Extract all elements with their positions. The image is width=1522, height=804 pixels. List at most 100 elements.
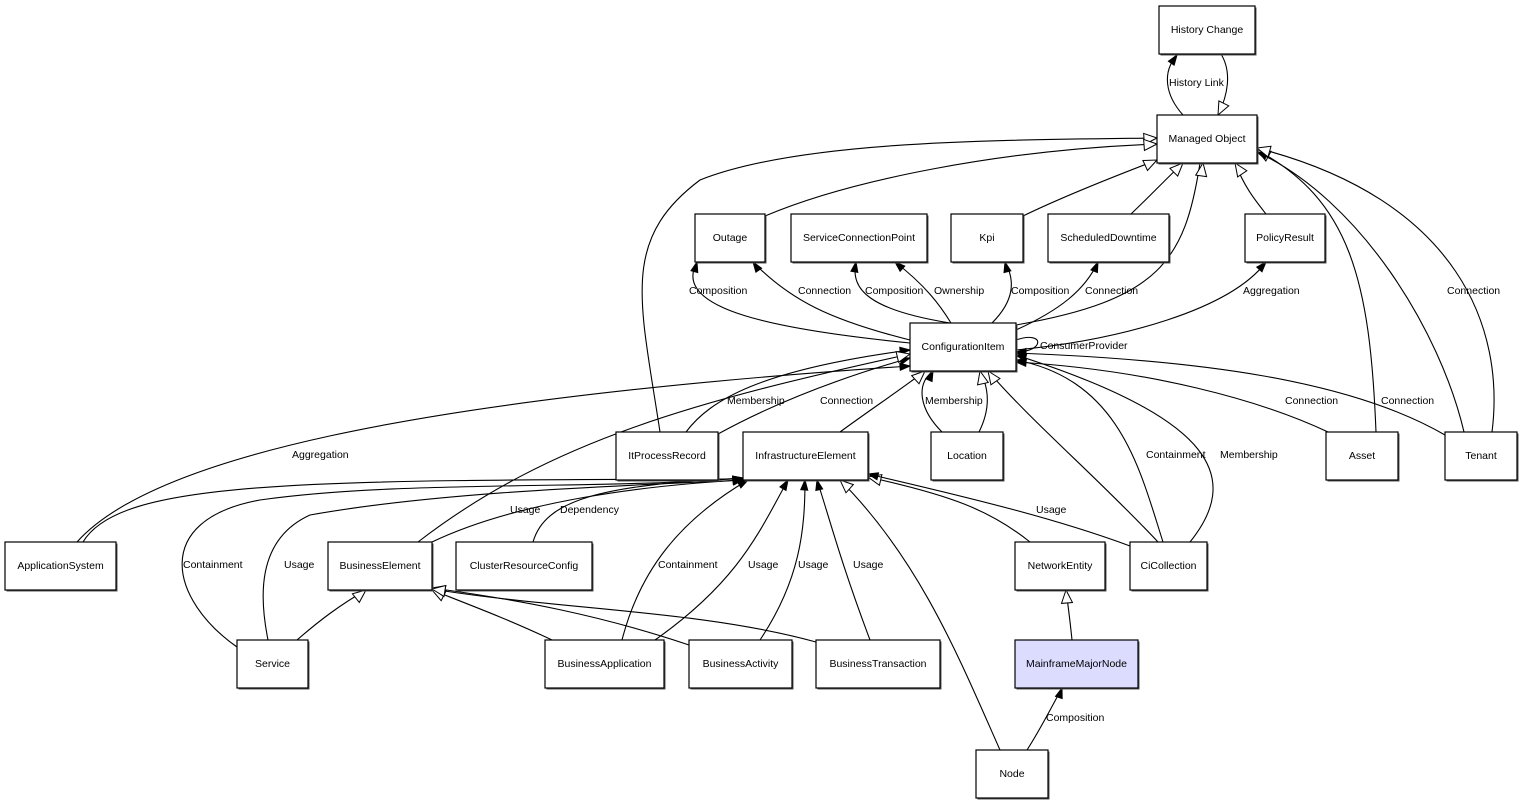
edge-location-to-configuration-item xyxy=(976,369,990,433)
node-business-transaction[interactable]: BusinessTransaction xyxy=(815,639,942,690)
node-box[interactable] xyxy=(1244,213,1326,263)
node-label: Tenant xyxy=(1465,450,1497,462)
node-box[interactable] xyxy=(790,213,928,263)
inheritance-edge xyxy=(839,479,1001,751)
edge-outage-to-managed-object xyxy=(764,138,1159,217)
association-arrowhead-icon xyxy=(899,362,912,371)
association-edge xyxy=(1015,361,1329,433)
edge-application-system-to-infrastructure-element xyxy=(82,476,745,543)
node-kpi[interactable]: Kpi xyxy=(950,213,1025,264)
node-policy-result[interactable]: PolicyResult xyxy=(1244,213,1327,264)
edge-label: Usage xyxy=(1036,504,1067,516)
node-scheduled-downtime[interactable]: ScheduledDowntime xyxy=(1047,213,1171,264)
node-box[interactable] xyxy=(1014,639,1139,689)
association-arrowhead-icon xyxy=(850,260,859,274)
edge-label: Connection xyxy=(820,395,873,407)
node-asset[interactable]: Asset xyxy=(1325,431,1400,482)
edge-policy-result-to-managed-object xyxy=(1234,161,1267,215)
node-ci-collection[interactable]: CiCollection xyxy=(1129,541,1209,592)
edge-label: Containment xyxy=(658,559,718,571)
edge-label: Aggregation xyxy=(292,449,349,461)
node-history-change[interactable]: History Change xyxy=(1158,5,1257,56)
node-box[interactable] xyxy=(1047,213,1170,263)
edge-infrastructure-element-to-configuration-item xyxy=(839,370,926,433)
node-box[interactable] xyxy=(742,431,869,481)
association-arrowhead-icon xyxy=(752,260,763,274)
association-arrowhead-icon xyxy=(1054,686,1063,700)
node-box[interactable] xyxy=(694,213,766,263)
node-label: ApplicationSystem xyxy=(17,560,104,572)
node-managed-object[interactable]: Managed Object xyxy=(1156,114,1259,165)
node-label: Managed Object xyxy=(1168,133,1245,145)
inheritance-edge xyxy=(1256,149,1377,433)
node-business-activity[interactable]: BusinessActivity xyxy=(688,639,794,690)
association-edge xyxy=(76,365,911,543)
node-business-element[interactable]: BusinessElement xyxy=(327,541,434,592)
node-box[interactable] xyxy=(1014,541,1106,591)
node-box[interactable] xyxy=(1325,431,1399,481)
node-application-system[interactable]: ApplicationSystem xyxy=(4,541,118,592)
association-edge xyxy=(894,261,952,324)
association-edge xyxy=(1015,354,1214,543)
node-box[interactable] xyxy=(1129,541,1208,591)
edge-label: Containment xyxy=(1146,449,1206,461)
node-cluster-resource-config[interactable]: ClusterResourceConfig xyxy=(455,541,594,592)
edge-configuration-item-to-scheduled-downtime xyxy=(1015,260,1099,331)
node-label: BusinessApplication xyxy=(558,658,652,670)
inheritance-arrowhead-icon xyxy=(839,479,855,494)
association-edge xyxy=(82,478,744,543)
node-box[interactable] xyxy=(4,541,117,591)
node-box[interactable] xyxy=(975,749,1049,799)
association-arrowhead-icon xyxy=(1090,260,1099,274)
association-arrowhead-icon xyxy=(779,478,789,492)
node-service-connection-point[interactable]: ServiceConnectionPoint xyxy=(790,213,929,264)
node-label: History Change xyxy=(1171,24,1244,36)
association-arrowhead-icon xyxy=(1167,53,1178,67)
association-edge xyxy=(1015,352,1446,436)
node-box[interactable] xyxy=(950,213,1024,263)
inheritance-arrowhead-icon xyxy=(1255,145,1272,158)
node-box[interactable] xyxy=(815,639,941,689)
node-mainframe-major-node[interactable]: MainframeMajorNode xyxy=(1014,639,1140,690)
node-box[interactable] xyxy=(930,431,1004,481)
node-location[interactable]: Location xyxy=(930,431,1005,482)
node-node[interactable]: Node xyxy=(975,749,1050,800)
node-label: Outage xyxy=(713,232,748,244)
node-configuration-item[interactable]: ConfigurationItem xyxy=(909,322,1018,373)
node-outage[interactable]: Outage xyxy=(694,213,767,264)
edge-business-activity-to-infrastructure-element xyxy=(759,478,809,641)
association-edge xyxy=(654,479,789,641)
node-network-entity[interactable]: NetworkEntity xyxy=(1014,541,1107,592)
association-edge xyxy=(816,479,871,641)
node-service[interactable]: Service xyxy=(236,639,310,690)
node-box[interactable] xyxy=(455,541,593,591)
node-tenant[interactable]: Tenant xyxy=(1444,431,1519,482)
edge-label: Membership xyxy=(727,395,785,407)
edge-ci-collection-to-infrastructure-element xyxy=(866,472,1131,547)
node-it-process-record[interactable]: ItProcessRecord xyxy=(615,431,720,482)
association-arrowhead-icon xyxy=(731,475,745,484)
node-box[interactable] xyxy=(544,639,665,689)
node-box[interactable] xyxy=(1444,431,1518,481)
edge-label: Connection xyxy=(1285,395,1338,407)
association-arrowhead-icon xyxy=(1003,260,1012,274)
node-label: ClusterResourceConfig xyxy=(470,560,579,572)
edge-node-to-infrastructure-element xyxy=(839,479,1001,751)
node-infrastructure-element[interactable]: InfrastructureElement xyxy=(742,431,870,482)
node-box[interactable] xyxy=(615,431,719,481)
node-box[interactable] xyxy=(236,639,309,689)
node-box[interactable] xyxy=(1156,114,1258,164)
association-edge xyxy=(1015,359,1164,543)
node-box[interactable] xyxy=(1158,5,1256,55)
node-business-application[interactable]: BusinessApplication xyxy=(544,639,666,690)
edge-label: Aggregation xyxy=(1243,285,1300,297)
edge-configuration-item-to-kpi xyxy=(991,260,1012,324)
edge-configuration-item-to-outage xyxy=(752,260,911,341)
node-box[interactable] xyxy=(688,639,793,689)
node-box[interactable] xyxy=(909,322,1017,372)
inheritance-arrowhead-icon xyxy=(351,589,368,604)
inheritance-edge xyxy=(431,587,690,646)
node-box[interactable] xyxy=(327,541,433,591)
edge-tenant-to-configuration-item xyxy=(1014,348,1446,436)
association-edge xyxy=(262,479,744,641)
